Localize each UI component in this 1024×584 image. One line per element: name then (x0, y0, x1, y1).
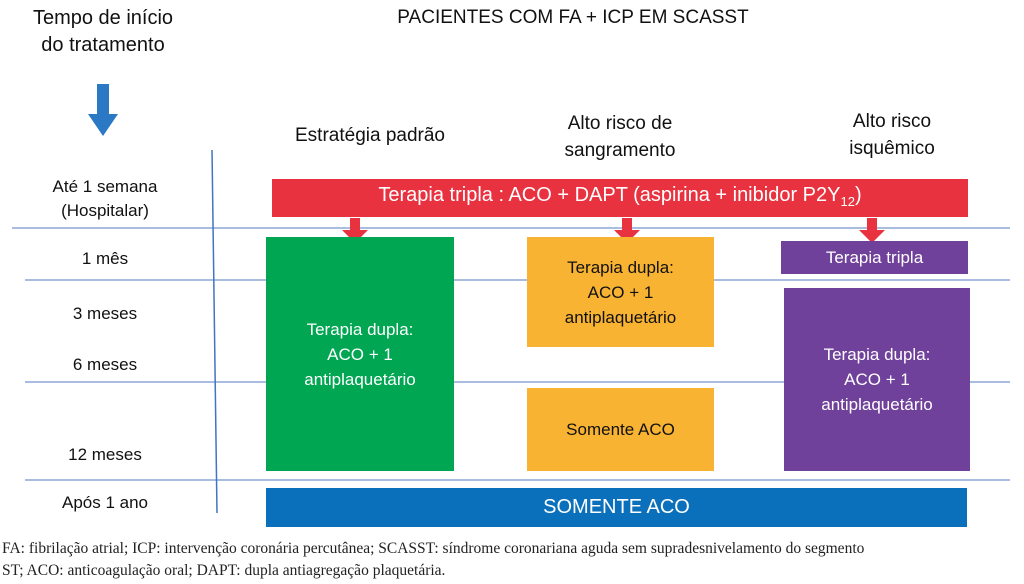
column-header-standard: Estratégia padrão (295, 125, 445, 146)
row-divider (25, 279, 1010, 281)
box-line: ACO + 1 (587, 282, 654, 302)
diagram-title: PACIENTES COM FA + ICP EM SCASST (397, 7, 749, 28)
row-label-3-months: 3 meses (72, 304, 138, 323)
header-line: Alto risco (852, 111, 932, 132)
row-divider (12, 227, 1010, 229)
box-line: antiplaquetário (821, 395, 933, 414)
row-divider (25, 381, 1010, 383)
red-arrow-icon (614, 218, 640, 243)
ischemic-dual-therapy-box: Terapia dupla: ACO + 1 antiplaquetário (784, 288, 970, 471)
timeline-divider (211, 150, 218, 514)
box-line: antiplaquetário (304, 369, 416, 389)
red-arrow-icon (859, 218, 885, 243)
ischemic-triple-therapy-box: Terapia tripla (781, 241, 968, 274)
down-arrow-icon (88, 84, 118, 136)
column-header-ischemic: Alto risco isquêmico (792, 108, 992, 162)
triple-therapy-subscript: 12 (840, 193, 855, 209)
box-line: Terapia dupla: (823, 345, 931, 364)
header-line: Alto risco de (567, 113, 673, 134)
time-header-line: Tempo de início (32, 7, 174, 29)
time-header: Tempo de início do tratamento (0, 5, 206, 59)
bleeding-aco-only-box: Somente ACO (527, 388, 714, 471)
row-label-6-months: 6 meses (72, 355, 138, 374)
row-label-after-1-year: Após 1 ano (61, 493, 148, 512)
red-arrow-icon (342, 218, 368, 243)
triple-therapy-label: Terapia tripla : ACO + DAPT (aspirina + … (378, 183, 861, 214)
caption-line: ST; ACO: anticoagulação oral; DAPT: dupl… (2, 562, 446, 579)
header-line: sangramento (564, 140, 676, 161)
standard-dual-therapy-box: Terapia dupla: ACO + 1 antiplaquetário (266, 237, 454, 471)
bleeding-dual-therapy-box: Terapia dupla: ACO + 1 antiplaquetário (527, 237, 714, 347)
header-line: isquêmico (849, 138, 935, 159)
column-header-bleeding: Alto risco de sangramento (520, 110, 720, 164)
triple-therapy-text: Terapia tripla : ACO + DAPT (aspirina + … (378, 183, 841, 206)
time-header-line: do tratamento (41, 34, 165, 56)
box-line: Terapia dupla: (306, 319, 414, 339)
triple-therapy-text-end: ) (854, 183, 862, 206)
row-label-line: (Hospitalar) (61, 201, 149, 220)
box-line: antiplaquetário (564, 307, 677, 327)
box-line: ACO + 1 (327, 344, 393, 364)
box-line: ACO + 1 (844, 370, 910, 389)
box-line: Terapia dupla: (567, 257, 674, 277)
row-label-line: Até 1 semana (52, 177, 158, 196)
caption-line: FA: fibrilação atrial; ICP: intervenção … (2, 540, 865, 557)
aco-only-bar: SOMENTE ACO (266, 488, 967, 527)
row-label-12-months: 12 meses (68, 445, 142, 464)
row-divider (25, 479, 1010, 481)
triple-therapy-bar: Terapia tripla : ACO + DAPT (aspirina + … (272, 179, 968, 217)
row-label-1-month: 1 mês (81, 249, 129, 268)
row-label-week: Até 1 semana (Hospitalar) (20, 175, 190, 223)
